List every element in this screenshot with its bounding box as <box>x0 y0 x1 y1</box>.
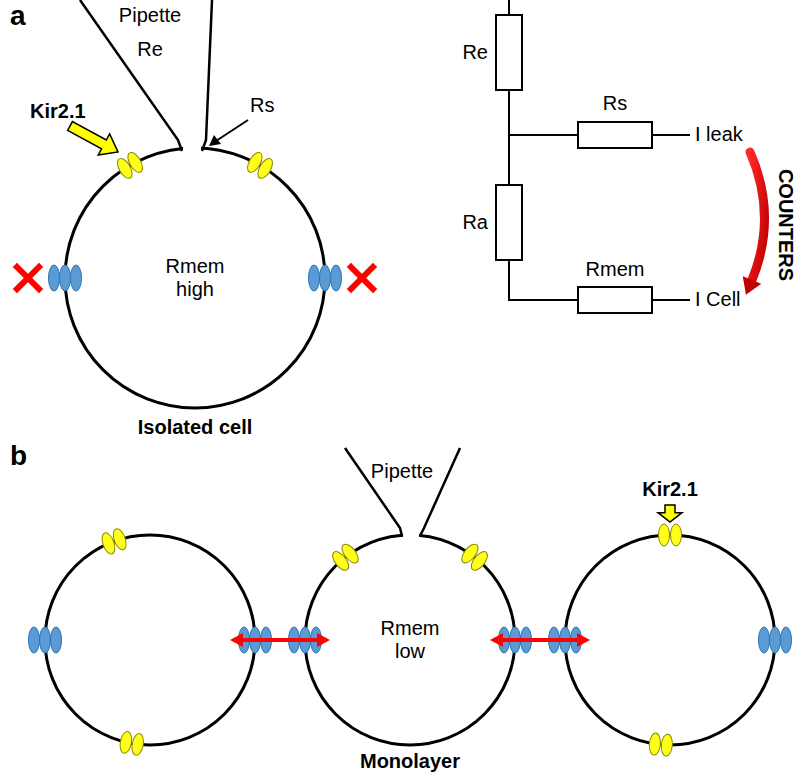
kir-channel <box>245 150 276 181</box>
kir-channel <box>119 731 145 757</box>
panel-letter: b <box>10 440 27 472</box>
gap-junction <box>29 627 62 653</box>
resistor-label: Re <box>462 41 488 64</box>
caption-label: Monolayer <box>360 750 460 773</box>
resistor-symbol <box>496 185 522 260</box>
caption-label: Isolated cell <box>138 416 253 439</box>
arrow-label: COUNTERS <box>774 169 797 281</box>
cell-node: Rmem low <box>305 535 515 745</box>
pipette-opening <box>403 531 419 540</box>
current-label: I leak <box>695 123 743 146</box>
cell-membrane <box>305 535 515 745</box>
resistor-label: Rs <box>603 92 627 115</box>
node-text: Rmem high <box>159 255 231 301</box>
cell-membrane <box>65 148 325 408</box>
coupling-arrow <box>230 633 330 647</box>
kir-channel <box>330 542 362 573</box>
channel-label: Kir2.1 <box>642 478 698 501</box>
pointer-arrow <box>658 505 682 522</box>
gap-junction <box>49 265 82 291</box>
part-label: Pipette <box>371 460 433 483</box>
cell-node: Rmem high <box>65 148 325 408</box>
resistor-label: Rmem <box>586 258 645 281</box>
channel-label: Kir2.1 <box>30 100 86 123</box>
circuit <box>496 0 690 313</box>
counter-arrow <box>743 152 765 295</box>
kir-channel <box>115 150 146 181</box>
panel-letter: a <box>10 0 26 32</box>
resistor-symbol <box>578 122 652 148</box>
cell-membrane <box>45 535 255 745</box>
kir-channel <box>659 524 682 546</box>
leader-arrow <box>209 120 248 146</box>
current-label: I Cell <box>695 288 741 311</box>
gap-junction <box>759 627 792 653</box>
kir-channel <box>459 542 491 573</box>
pipette <box>80 0 460 536</box>
resistance-label: Rs <box>250 94 274 117</box>
resistor-label: Ra <box>462 211 488 234</box>
kir-channel <box>648 733 673 757</box>
resistor-symbol <box>496 15 522 90</box>
resistance-label: Re <box>137 38 163 61</box>
coupling-arrow <box>490 633 590 647</box>
cell-membrane <box>565 535 775 745</box>
part-label: Pipette <box>119 4 181 27</box>
gap-junction <box>309 265 342 291</box>
pointer-arrow <box>68 122 118 155</box>
pipette-opening <box>183 144 201 153</box>
resistor-symbol <box>578 287 652 313</box>
kir-channel <box>100 527 129 556</box>
node-text: Rmem low <box>374 617 446 663</box>
